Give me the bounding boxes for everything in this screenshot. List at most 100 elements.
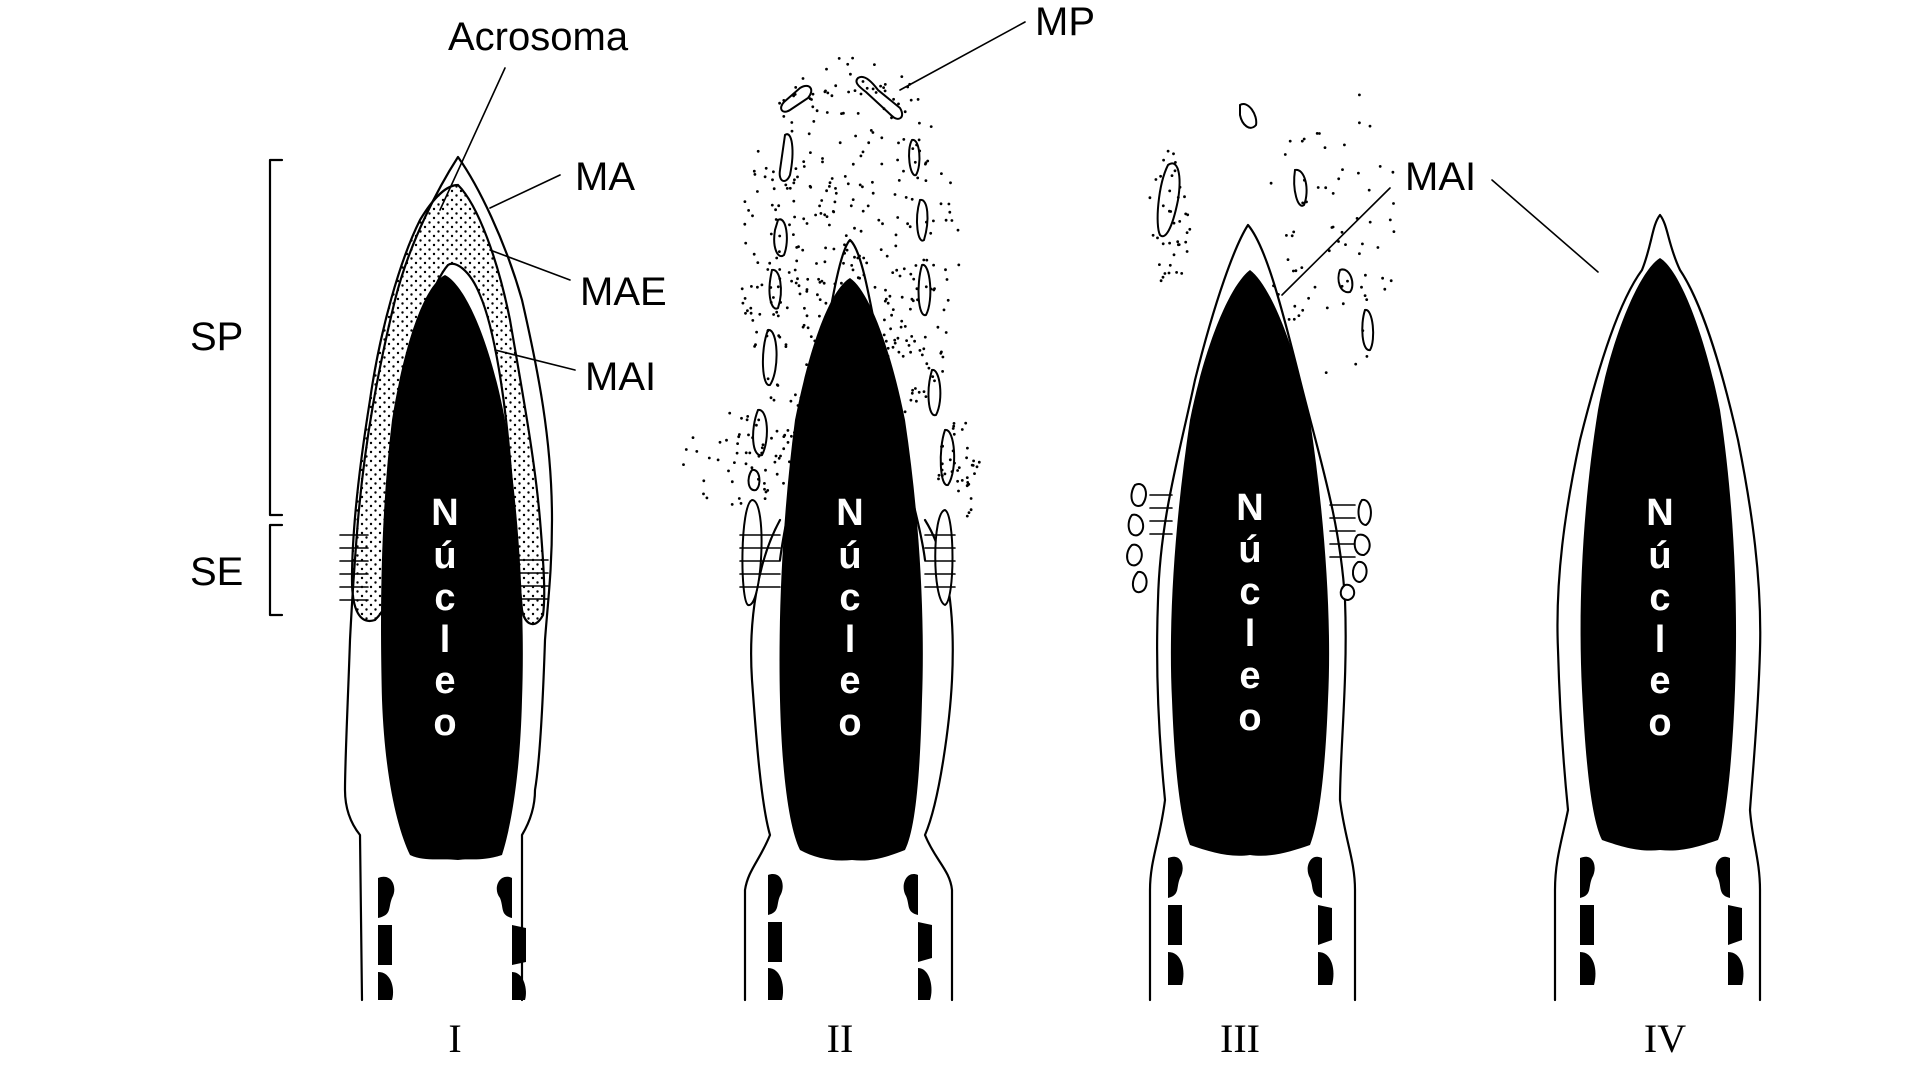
- debris-dot: [964, 421, 968, 425]
- debris-dot: [750, 466, 754, 470]
- debris-dot: [877, 218, 881, 222]
- debris-dot: [944, 268, 947, 272]
- debris-dot: [910, 391, 914, 395]
- debris-dot: [760, 451, 764, 455]
- debris-dot: [826, 382, 830, 386]
- debris-dot: [794, 393, 797, 397]
- debris-dot: [725, 438, 728, 442]
- debris-dot: [743, 200, 747, 204]
- debris-dot: [770, 436, 773, 440]
- debris-dot: [900, 295, 904, 299]
- debris-dot: [818, 298, 822, 301]
- leader-mai-right-2: [1491, 179, 1599, 273]
- debris-dot: [784, 345, 788, 348]
- debris-dot: [973, 472, 976, 475]
- stage-label-1: I: [448, 1016, 461, 1061]
- debris-dot: [803, 306, 806, 310]
- debris-dot: [940, 468, 944, 472]
- debris-dot: [796, 404, 800, 407]
- sperm-head-stage-4: N ú c l e o: [1553, 213, 1762, 1002]
- debris-dot: [940, 172, 943, 176]
- debris-dot: [782, 435, 786, 438]
- debris-dot: [774, 208, 777, 212]
- debris-dot: [885, 254, 889, 258]
- membrane-debris-dots: [682, 56, 1396, 518]
- debris-dot: [778, 101, 781, 105]
- debris-dot: [895, 422, 899, 426]
- debris-dot: [854, 436, 858, 440]
- debris-dot: [775, 429, 779, 433]
- debris-dot: [801, 77, 805, 80]
- debris-dot: [793, 268, 797, 272]
- debris-dot: [749, 311, 753, 315]
- debris-dot: [811, 391, 815, 394]
- debris-dot: [857, 337, 861, 340]
- debris-dot: [882, 333, 886, 337]
- debris-dot: [893, 193, 897, 196]
- debris-dot: [809, 358, 813, 362]
- debris-dot: [769, 286, 773, 289]
- debris-dot: [705, 496, 709, 500]
- debris-dot: [912, 277, 916, 281]
- debris-dot: [792, 233, 795, 237]
- debris-dot: [774, 218, 778, 221]
- debris-dot: [1337, 177, 1341, 181]
- debris-dot: [788, 223, 791, 227]
- debris-dot: [1292, 230, 1296, 234]
- debris-dot: [1363, 294, 1367, 297]
- debris-dot: [882, 107, 886, 111]
- debris-dot: [840, 281, 843, 285]
- debris-dot: [950, 219, 954, 222]
- debris-dot: [861, 448, 865, 452]
- debris-dot: [910, 297, 914, 301]
- leader-mai-left: [494, 349, 576, 371]
- debris-dot: [902, 138, 906, 141]
- debris-dot: [761, 443, 765, 447]
- debris-dot: [815, 109, 819, 113]
- debris-dot: [1185, 231, 1189, 235]
- debris-dot: [851, 162, 855, 166]
- debris-dot: [843, 175, 847, 178]
- debris-dot: [757, 418, 761, 422]
- debris-dot: [932, 263, 935, 267]
- debris-dot: [795, 259, 799, 263]
- debris-dot: [1300, 266, 1304, 269]
- debris-dot: [793, 464, 797, 468]
- debris-dot: [875, 327, 879, 331]
- debris-dot: [794, 86, 798, 89]
- debris-dot: [829, 334, 833, 337]
- debris-dot: [1378, 165, 1382, 168]
- debris-dot: [880, 162, 884, 166]
- debris-dot: [832, 247, 836, 251]
- debris-dot: [966, 446, 969, 450]
- debris-dot: [834, 417, 838, 420]
- debris-dot: [841, 383, 844, 387]
- debris-dot: [861, 185, 864, 189]
- debris-dot: [811, 92, 815, 96]
- debris-dot: [718, 440, 722, 444]
- debris-dot: [1383, 287, 1387, 291]
- debris-dot: [952, 424, 956, 428]
- debris-dot: [786, 429, 790, 432]
- debris-dot: [808, 97, 812, 100]
- debris-dot: [772, 313, 775, 316]
- cell-outline: [1553, 213, 1762, 1002]
- nucleus-letter: N: [1646, 492, 1673, 534]
- debris-dot: [832, 210, 836, 214]
- nucleus-letter: N: [1236, 487, 1263, 529]
- debris-dot: [858, 438, 862, 441]
- debris-dot: [764, 468, 767, 472]
- debris-dot: [948, 210, 952, 214]
- debris-dot: [1158, 263, 1161, 266]
- debris-dot: [940, 445, 943, 448]
- debris-dot: [778, 335, 782, 339]
- debris-dot: [949, 181, 952, 185]
- debris-dot: [1272, 284, 1275, 288]
- debris-dot: [1161, 275, 1165, 279]
- debris-dot: [1184, 212, 1188, 216]
- debris-dot: [1162, 158, 1165, 162]
- debris-dot: [922, 347, 926, 351]
- debris-dot: [1173, 169, 1177, 173]
- debris-dot: [776, 314, 780, 318]
- debris-dot: [1358, 121, 1361, 125]
